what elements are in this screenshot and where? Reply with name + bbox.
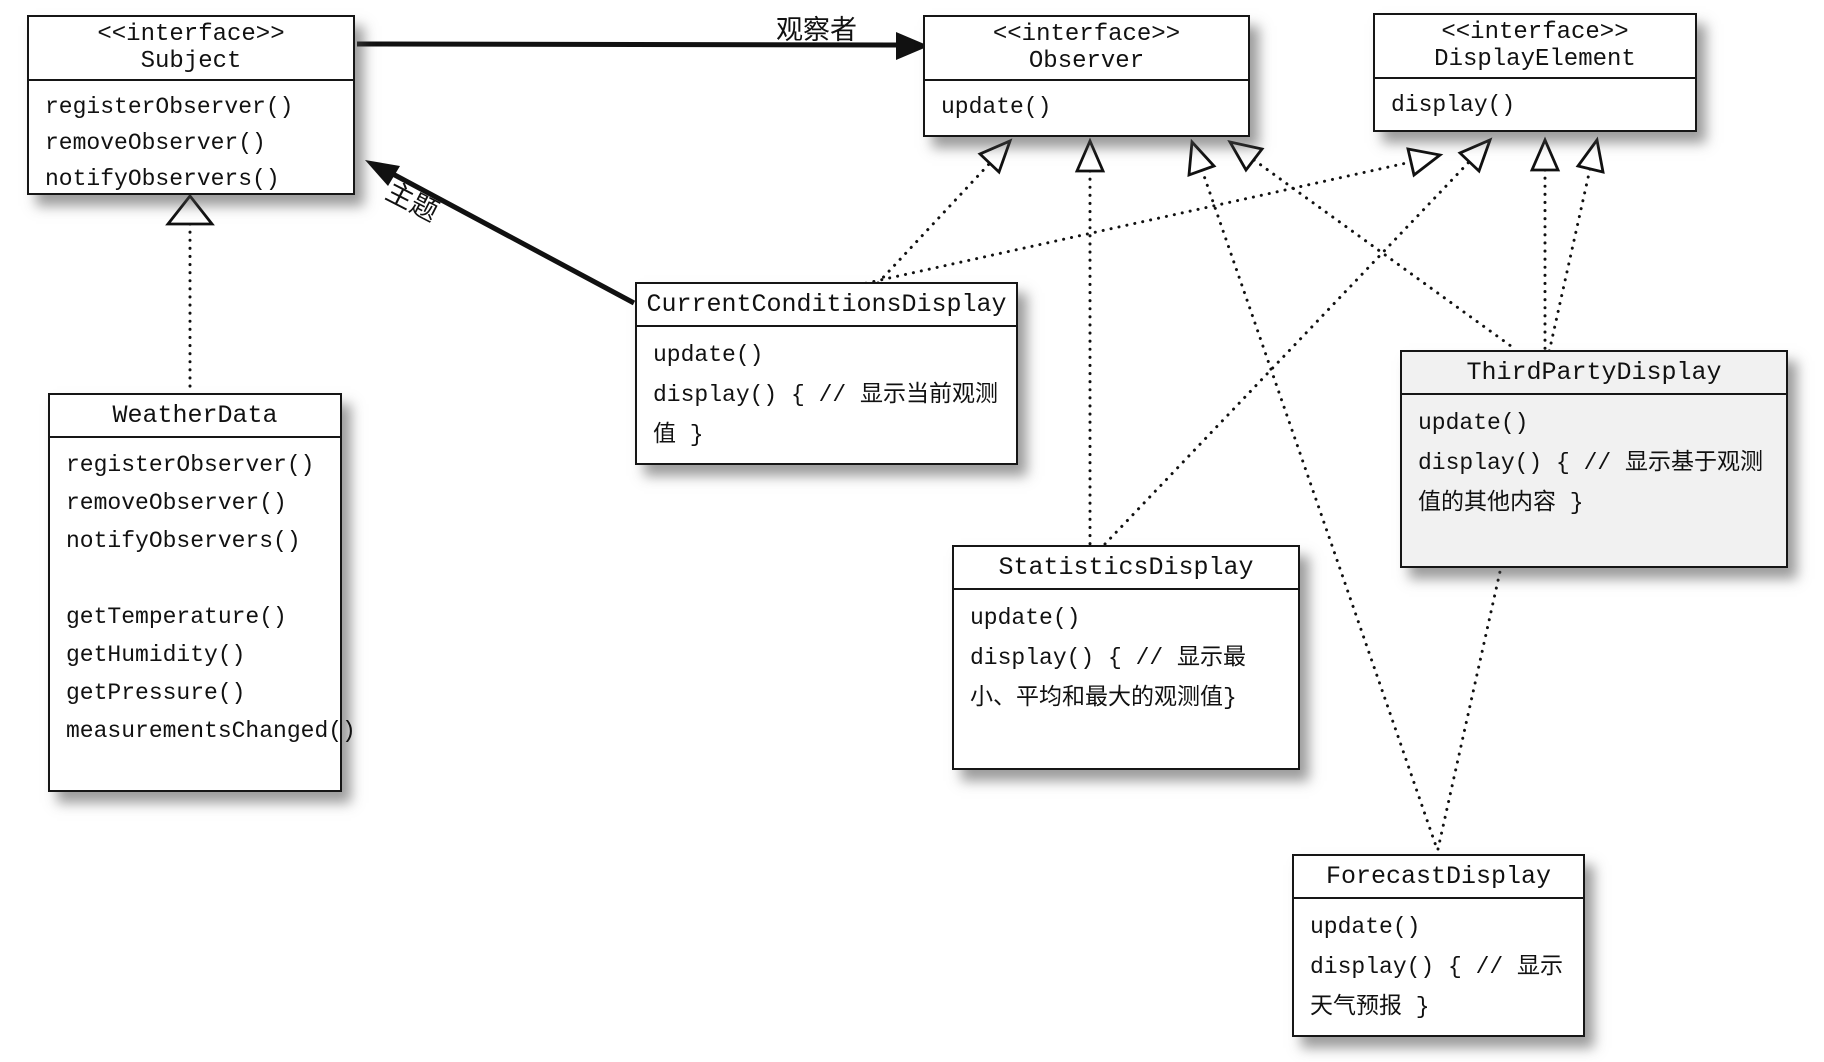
method: measurementsChanged() (66, 718, 356, 744)
class-header: ForecastDisplay (1294, 856, 1583, 899)
method: display() { // 显示当前观测值 } (653, 382, 999, 448)
method: getHumidity() (66, 642, 246, 668)
class-name: Observer (1028, 48, 1145, 75)
edge-label-observer-role: 观察者 (776, 15, 857, 46)
methods-compartment: display() (1375, 79, 1695, 127)
method: display() { // 显示基于观测值的其他内容 } (1418, 450, 1764, 516)
arrowhead-subject-observer (896, 32, 929, 60)
class-header: CurrentConditionsDisplay (637, 284, 1016, 327)
method: registerObserver() (66, 452, 315, 478)
methods-compartment: update() display() { // 显示天气预报 } (1294, 899, 1583, 1031)
methods-compartment: update() display() { // 显示当前观测值 } (637, 327, 1016, 459)
class-header: StatisticsDisplay (954, 547, 1298, 590)
method-spacer (66, 560, 328, 598)
realization-triangle-observer-3 (1187, 138, 1217, 178)
arrowhead-currentconditions-subject (365, 160, 400, 186)
class-name: Subject (140, 48, 242, 75)
class-box-currentconditionsdisplay: CurrentConditionsDisplay update() displa… (635, 282, 1018, 465)
realization-triangle-observer-4 (1227, 139, 1265, 173)
class-box-statisticsdisplay: StatisticsDisplay update() display() { /… (952, 545, 1300, 770)
method: update() (970, 605, 1081, 631)
edge-currentconditions-observer (876, 161, 992, 285)
method: removeObserver() (66, 490, 287, 516)
method: display() { // 显示天气预报 } (1310, 954, 1564, 1020)
method: display() (1391, 92, 1516, 118)
edge-thirdparty-observer (1252, 158, 1517, 351)
class-header: <<interface>> Subject (29, 17, 353, 81)
class-header: <<interface>> Observer (925, 17, 1248, 81)
class-name: ThirdPartyDisplay (1466, 358, 1722, 387)
method: update() (1310, 914, 1421, 940)
method: update() (653, 342, 764, 368)
edge-currentconditions-subject (389, 170, 636, 306)
methods-compartment: update() display() { // 显示最小、平均和最大的观测值} (954, 590, 1298, 722)
realization-triangle-displayelement-1 (1406, 147, 1444, 178)
class-box-observer: <<interface>> Observer update() (923, 15, 1250, 137)
class-header: ThirdPartyDisplay (1402, 352, 1786, 395)
method: update() (1418, 410, 1529, 436)
class-name: DisplayElement (1434, 46, 1636, 73)
realization-triangle-displayelement-4 (1575, 136, 1605, 174)
class-name: StatisticsDisplay (998, 553, 1254, 582)
class-box-thirdpartydisplay: ThirdPartyDisplay update() display() { /… (1400, 350, 1788, 568)
method: getPressure() (66, 680, 246, 706)
stereotype-label: <<interface>> (97, 21, 285, 48)
class-box-forecastdisplay: ForecastDisplay update() display() { // … (1292, 854, 1585, 1037)
method: notifyObservers() (45, 166, 280, 192)
realization-triangle-displayelement-3 (1529, 136, 1561, 172)
method: getTemperature() (66, 604, 287, 630)
edge-subject-observer (356, 41, 901, 48)
methods-compartment: update() display() { // 显示基于观测值的其他内容 } (1402, 395, 1786, 527)
class-box-weatherdata: WeatherData registerObserver() removeObs… (48, 393, 356, 792)
class-header: WeatherData (50, 395, 340, 438)
methods-compartment: registerObserver() removeObserver() noti… (50, 438, 356, 754)
realization-triangle-subject (165, 193, 215, 226)
method: registerObserver() (45, 94, 294, 120)
class-name: WeatherData (112, 401, 278, 430)
method: update() (941, 94, 1052, 120)
methods-compartment: update() (925, 81, 1248, 129)
edge-forecast-observer (1200, 168, 1439, 851)
stereotype-label: <<interface>> (992, 21, 1181, 48)
class-box-subject: <<interface>> Subject registerObserver()… (27, 15, 355, 195)
class-box-displayelement: <<interface>> DisplayElement display() (1373, 13, 1697, 132)
method: removeObserver() (45, 130, 266, 156)
method: notifyObservers() (66, 528, 301, 554)
edge-currentconditions-displayelement (856, 160, 1413, 287)
edge-statistics-displayelement (1103, 160, 1471, 546)
methods-compartment: registerObserver() removeObserver() noti… (29, 81, 353, 201)
stereotype-label: <<interface>> (1441, 19, 1629, 46)
realization-triangle-displayelement-2 (1457, 137, 1493, 174)
realization-triangle-observer-2 (1074, 137, 1106, 173)
class-name: CurrentConditionsDisplay (646, 290, 1007, 319)
method: display() { // 显示最小、平均和最大的观测值} (970, 645, 1247, 711)
class-name: ForecastDisplay (1325, 862, 1552, 891)
realization-triangle-observer-1 (977, 138, 1013, 175)
class-header: <<interface>> DisplayElement (1375, 15, 1695, 79)
